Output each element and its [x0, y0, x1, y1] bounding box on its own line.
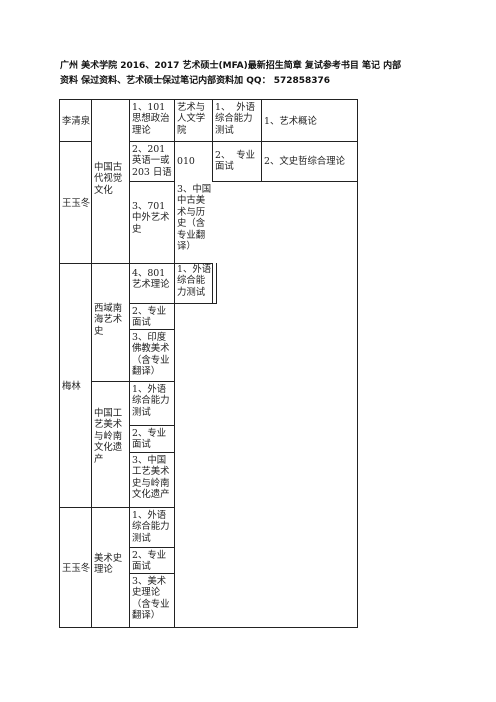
- direction-cell: 中国古 代视觉 文化: [94, 162, 123, 196]
- direction-cell: 西域南 海艺术 史: [94, 303, 123, 337]
- teacher-cell: 王玉冬: [60, 142, 91, 263]
- retest-subject-cell: 2、专业 面试: [132, 428, 167, 451]
- exam-subject-cell: 3、中国 中古美 术与历 史（含 专业翻 译）: [177, 184, 212, 253]
- reference-cell: 2、文史哲综合理论: [264, 156, 345, 167]
- exam-subject-cell: 4、801 艺术理论: [132, 268, 170, 291]
- retest-subject-cell: 1、外语 综合能力 测试: [132, 384, 170, 418]
- teacher-name: 李清泉: [62, 115, 91, 127]
- retest-subject-cell: 2、专业 面试: [132, 306, 167, 329]
- exam-subject-cell: 3、701 中外艺术 史: [132, 201, 170, 235]
- retest-subject-cell: 1、 外语 综合能力 测试: [215, 102, 256, 136]
- title-line-2: 资料 保过资料、艺术硕士保过笔记内部资料加 QQ： 572858376: [60, 76, 331, 86]
- retest-subject-cell: 1、外语 综合能力 测试: [132, 510, 170, 544]
- teacher-cell: 王玉冬: [60, 508, 91, 627]
- retest-subject-cell: 2、专业 面试: [132, 550, 167, 573]
- document-title: 广州 美术学院 2016、2017 艺术硕士(MFA)最新招生简章 复试参考书目…: [60, 59, 450, 89]
- reference-cell: 1、艺术概论: [264, 116, 317, 127]
- school-cell: 艺术与 人文学 院: [177, 102, 206, 136]
- direction-cell: 美术史 理论: [94, 553, 123, 576]
- direction-cell: 中国工 艺美术 与岭南 文化遗 产: [94, 408, 123, 465]
- retest-subject-cell: 3、印度 佛教美术 （含专业 翻译）: [132, 332, 170, 378]
- exam-subject-cell: 2、201 英语一或 203 日语: [132, 144, 172, 178]
- teacher-name: 王玉冬: [62, 197, 91, 209]
- retest-subject-cell: 2、 专业 面试: [215, 150, 256, 173]
- teacher-cell: 梅林: [60, 264, 91, 507]
- retest-subject-cell: 3、美术 史理论 （含专业 翻译）: [132, 576, 170, 622]
- code-cell: 010: [177, 156, 195, 167]
- teacher-name: 梅林: [62, 380, 81, 392]
- teacher-name: 王玉冬: [62, 562, 91, 574]
- teacher-cell: 李清泉: [60, 100, 91, 141]
- exam-subject-cell: 1、101 思想政治 理论: [132, 102, 170, 136]
- retest-subject-cell: 3、中国 工艺美术 史与岭南 文化遗产: [132, 455, 170, 501]
- title-line-1: 广州 美术学院 2016、2017 艺术硕士(MFA)最新招生简章 复试参考书目…: [60, 61, 402, 71]
- exam-subject-cell: 1、外语 综合能 力测试: [177, 264, 212, 298]
